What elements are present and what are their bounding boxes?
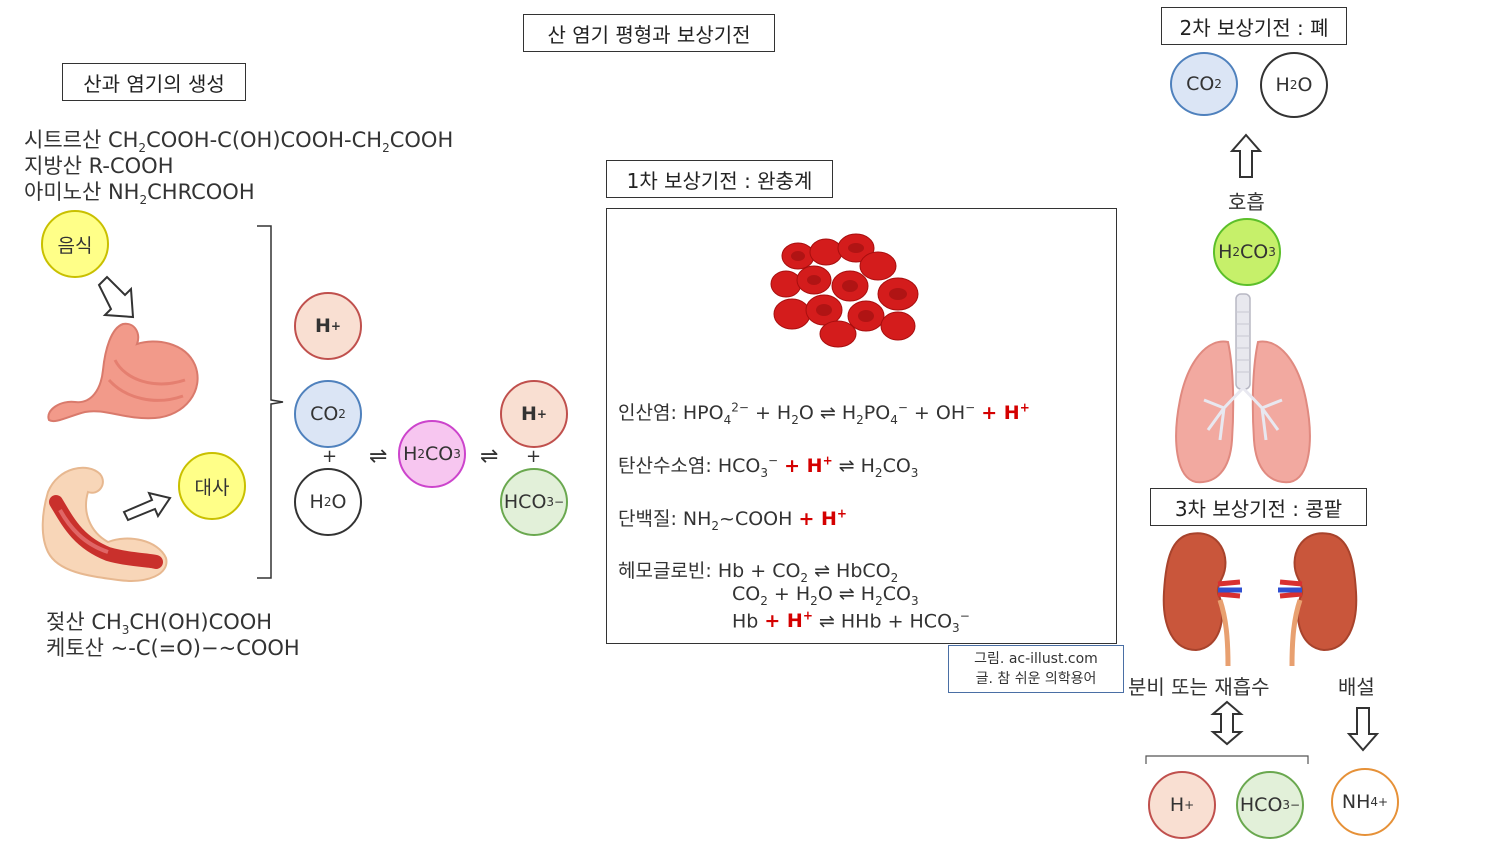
tertiary-mechanism-heading: 3차 보상기전 : 콩팥	[1150, 488, 1367, 526]
excretion-down-arrow-icon	[1346, 707, 1380, 752]
exhale-up-arrow-icon	[1229, 133, 1263, 178]
kidney-bracket	[1145, 755, 1309, 764]
muscle-illustration	[41, 466, 168, 582]
equilibrium-arrow-1: ⇌	[369, 444, 388, 469]
kidneys-illustration	[1162, 532, 1358, 667]
hemoglobin-buffer-equation-2: CO2 + H2O ⇌ H2CO3	[732, 583, 919, 608]
h-ion-circle: H+	[294, 292, 362, 360]
plus-sign-2: +	[526, 446, 542, 467]
primary-mechanism-heading: 1차 보상기전 : 완충계	[606, 160, 833, 198]
protein-buffer-equation: 단백질: NH2~COOH + H+	[618, 506, 847, 533]
secondary-mechanism-heading: 2차 보상기전 : 폐	[1161, 7, 1347, 45]
acid-base-production-heading: 산과 염기의 생성	[62, 63, 246, 101]
page-title: 산 염기 평형과 보상기전	[523, 14, 775, 52]
phosphate-buffer-equation: 인산염: HPO42− + H2O ⇌ H2PO4− + OH− + H+	[618, 400, 1030, 427]
buffer-system-box	[606, 208, 1117, 644]
citric-acid-line: 시트르산 CH2COOH-C(OH)COOH-CH2COOH	[24, 128, 454, 156]
fatty-acid-line: 지방산 R-COOH	[24, 154, 174, 178]
keto-acid-line: 케토산 ~-C(=O)−~COOH	[46, 636, 300, 660]
metabolism-arrow-icon	[122, 491, 172, 522]
secretion-reabsorption-label: 분비 또는 재흡수	[1128, 675, 1270, 699]
bicarbonate-buffer-equation: 탄산수소염: HCO3− + H+ ⇌ H2CO3	[618, 453, 919, 480]
hemoglobin-buffer-equation-3: Hb + H+ ⇌ HHb + HCO3−	[732, 609, 970, 636]
amino-acid-line: 아미노산 NH2CHRCOOH	[24, 180, 255, 208]
breathing-label: 호흡	[1228, 190, 1265, 214]
kidney-h-ion-circle: H+	[1148, 771, 1216, 839]
hemoglobin-buffer-equation-1: 헤모글로빈: Hb + CO2 ⇌ HbCO2	[618, 560, 899, 585]
lungs-illustration	[1175, 293, 1311, 484]
bidirectional-arrow-icon	[1210, 700, 1244, 746]
excretion-label: 배설	[1338, 675, 1375, 699]
red-blood-cells-illustration	[770, 233, 919, 348]
lactic-acid-line: 젖산 CH3CH(OH)COOH	[46, 610, 273, 638]
credit-box: 그림. ac-illust.com 글. 참 쉬운 의학용어	[948, 645, 1124, 693]
plus-sign: +	[322, 446, 338, 467]
food-arrow-icon	[97, 275, 135, 319]
h-ion-product-circle: H+	[500, 380, 568, 448]
food-circle: 음식	[41, 210, 109, 278]
metabolism-circle: 대사	[178, 452, 246, 520]
right-brace	[257, 225, 284, 579]
stomach-illustration	[47, 322, 199, 422]
equilibrium-arrow-2: ⇌	[480, 444, 499, 469]
